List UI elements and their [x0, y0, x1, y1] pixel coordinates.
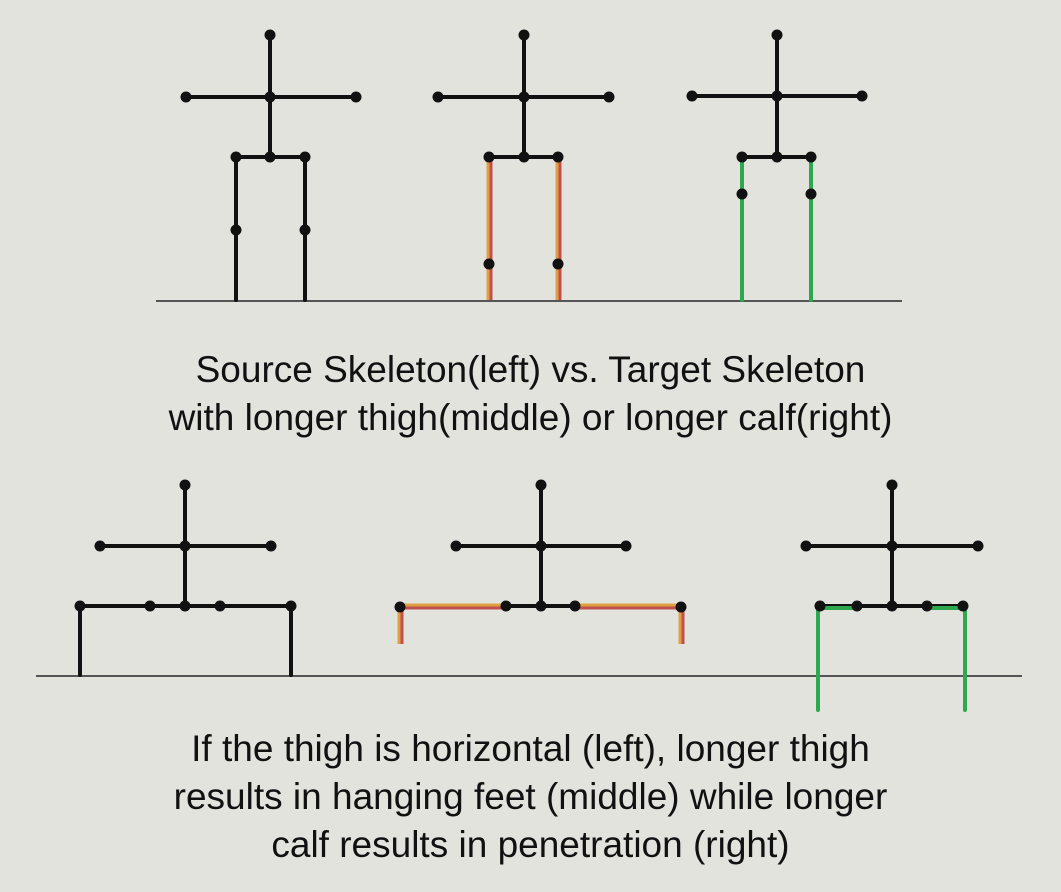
source-horizontal-joints: [74, 479, 297, 612]
caption-top-line-2: with longer thigh(middle) or longer calf…: [168, 397, 893, 438]
caption-bottom-line-1: If the thigh is horizontal (left), longe…: [191, 728, 870, 769]
longer-calf-skeleton-standing: [690, 33, 864, 302]
caption-bottom: If the thigh is horizontal (left), longe…: [0, 725, 1061, 869]
source-skeleton-joints: [180, 29, 362, 236]
caption-bottom-line-3: calf results in penetration (right): [271, 824, 790, 865]
caption-top: Source Skeleton(left) vs. Target Skeleto…: [0, 346, 1061, 442]
hanging-feet-thighs: [397, 603, 685, 644]
source-skeleton-standing: [184, 33, 358, 302]
caption-bottom-line-2: results in hanging feet (middle) while l…: [173, 776, 888, 817]
caption-top-line-1: Source Skeleton(left) vs. Target Skeleto…: [195, 349, 866, 390]
longer-thigh-joints: [432, 29, 615, 270]
penetration-joints: [800, 479, 984, 612]
longer-thigh-legs: [486, 159, 562, 300]
source-skeleton-horizontal: [78, 483, 293, 677]
longer-calf-joints: [686, 29, 868, 200]
hanging-feet-joints: [394, 479, 687, 613]
